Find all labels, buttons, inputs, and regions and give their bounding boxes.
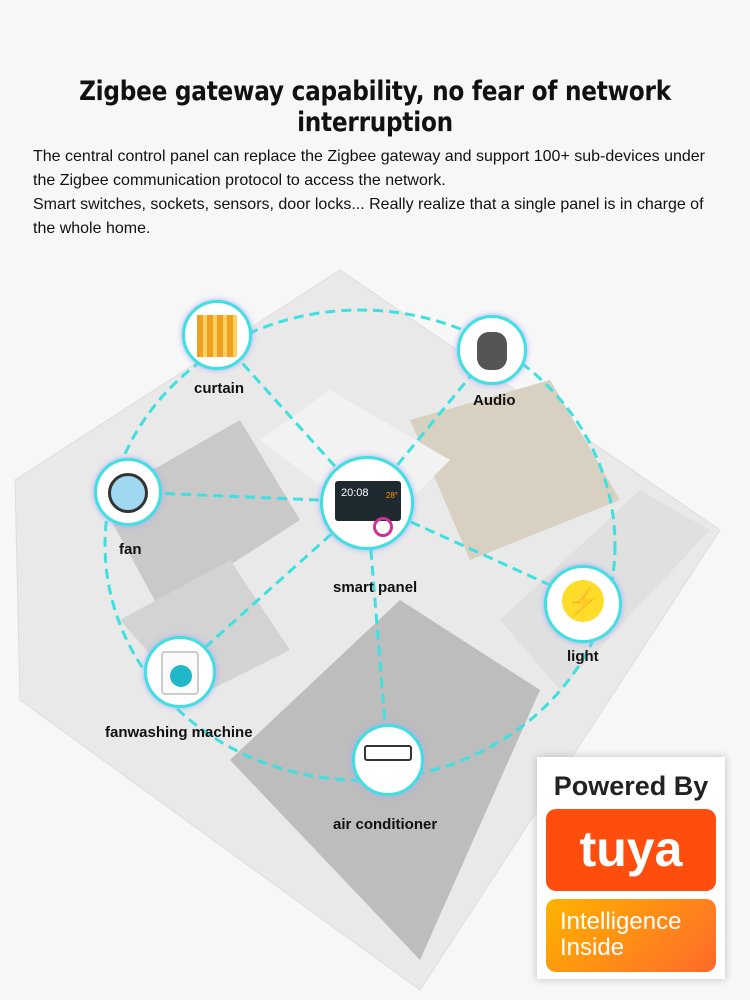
panel-time: 20:08 [341, 487, 369, 499]
curtain-icon [197, 315, 237, 357]
description-line: the whole home. [33, 220, 151, 237]
smart-panel-circle[interactable]: 20:08 28° [320, 456, 414, 550]
smart-panel-screen: 20:08 28° [335, 481, 401, 521]
washing-machine-circle [144, 636, 216, 708]
air-conditioner-icon [364, 745, 412, 761]
powered-by-text: Powered By [553, 771, 709, 801]
washing-machine-label: fanwashing machine [105, 724, 253, 741]
audio-device-circle [457, 315, 527, 385]
panel-temp: 28° [385, 491, 398, 500]
hand-pointer-icon [373, 517, 393, 537]
curtain-device-circle [182, 300, 252, 370]
description-line: the Zigbee communication protocol to acc… [33, 172, 446, 189]
smart-panel-label: smart panel [333, 579, 418, 596]
tuya-badge: Powered By tuya Intelligence Inside [537, 757, 725, 979]
fan-device-circle [94, 458, 162, 526]
washing-machine-icon [161, 651, 199, 695]
light-bulb-icon: ⚡ [562, 580, 604, 622]
fan-label: fan [119, 541, 142, 558]
fan-icon [108, 473, 148, 513]
tagline-line: Inside [560, 934, 625, 961]
description-line: The central control panel can replace th… [33, 148, 705, 165]
light-device-circle: ⚡ [544, 565, 622, 643]
tuya-logo: tuya [546, 809, 716, 891]
intelligence-inside: Intelligence Inside [546, 899, 716, 972]
audio-label: Audio [473, 392, 516, 409]
speaker-icon [477, 332, 507, 370]
light-label: light [567, 648, 599, 665]
air-conditioner-circle [352, 724, 424, 796]
description-line: Smart switches, sockets, sensors, door l… [33, 196, 704, 213]
tagline-line: Intelligence [560, 908, 682, 935]
page-title: Zigbee gateway capability, no fear of ne… [79, 76, 671, 138]
air-conditioner-label: air conditioner [333, 816, 438, 833]
curtain-label: curtain [194, 380, 245, 397]
